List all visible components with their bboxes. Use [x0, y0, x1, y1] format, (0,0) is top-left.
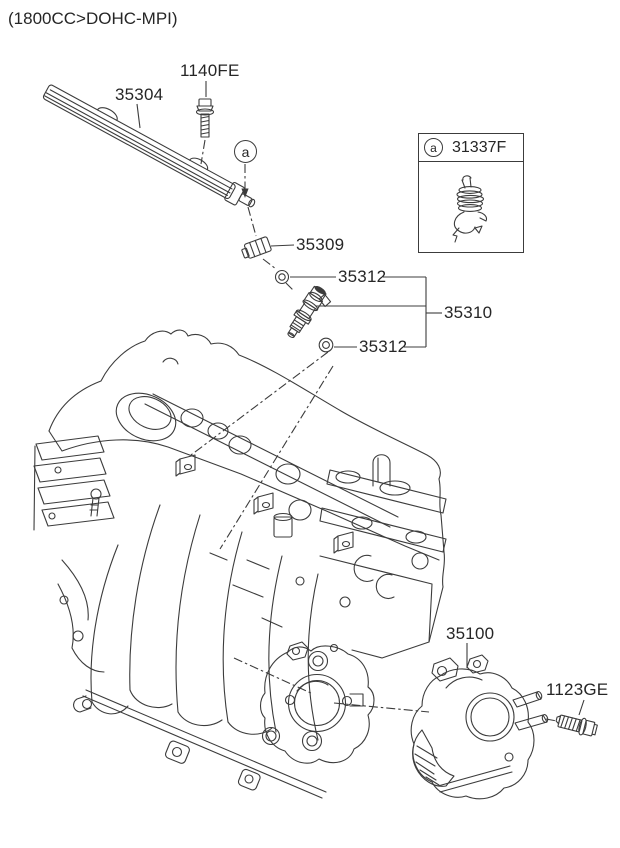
bolt-1123ge-art	[555, 714, 598, 737]
detail-box-header: a 31337F	[419, 134, 523, 162]
callout-a-marker[interactable]: a	[234, 140, 257, 163]
detail-clip-art	[452, 175, 488, 243]
part-label-oring-upper[interactable]: 35312	[338, 267, 387, 286]
part-label-oring-lower[interactable]: 35312	[359, 337, 408, 356]
page-title: (1800CC>DOHC-MPI)	[8, 9, 178, 28]
projection-lines	[190, 139, 558, 722]
throttle-body-art	[410, 654, 549, 800]
detail-marker-a-letter: a	[430, 140, 437, 155]
callout-a-letter: a	[241, 143, 250, 160]
oring-lower-art	[318, 337, 334, 353]
bolt-1140fe-art	[195, 98, 215, 138]
part-label-throttle-body[interactable]: 35100	[446, 624, 495, 643]
arrowhead	[241, 188, 249, 198]
retainer-clip-art	[241, 236, 272, 259]
engine-assembly-art	[33, 329, 447, 799]
part-label-clip-detail[interactable]: 31337F	[452, 138, 507, 156]
leader-lines	[136, 81, 585, 716]
part-label-throttle-bolt[interactable]: 1123GE	[546, 680, 609, 699]
part-label-retainer-clip[interactable]: 35309	[296, 235, 345, 254]
part-label-fuel-rail[interactable]: 35304	[115, 85, 164, 104]
oring-upper-art	[274, 269, 290, 285]
part-label-rail-bolt[interactable]: 1140FE	[180, 61, 240, 80]
fuel-rail-art	[42, 84, 256, 208]
detail-marker-a: a	[424, 138, 443, 157]
injector-art	[287, 285, 332, 339]
detail-box-31337f: a 31337F	[418, 133, 524, 253]
part-label-injector[interactable]: 35310	[444, 303, 493, 322]
